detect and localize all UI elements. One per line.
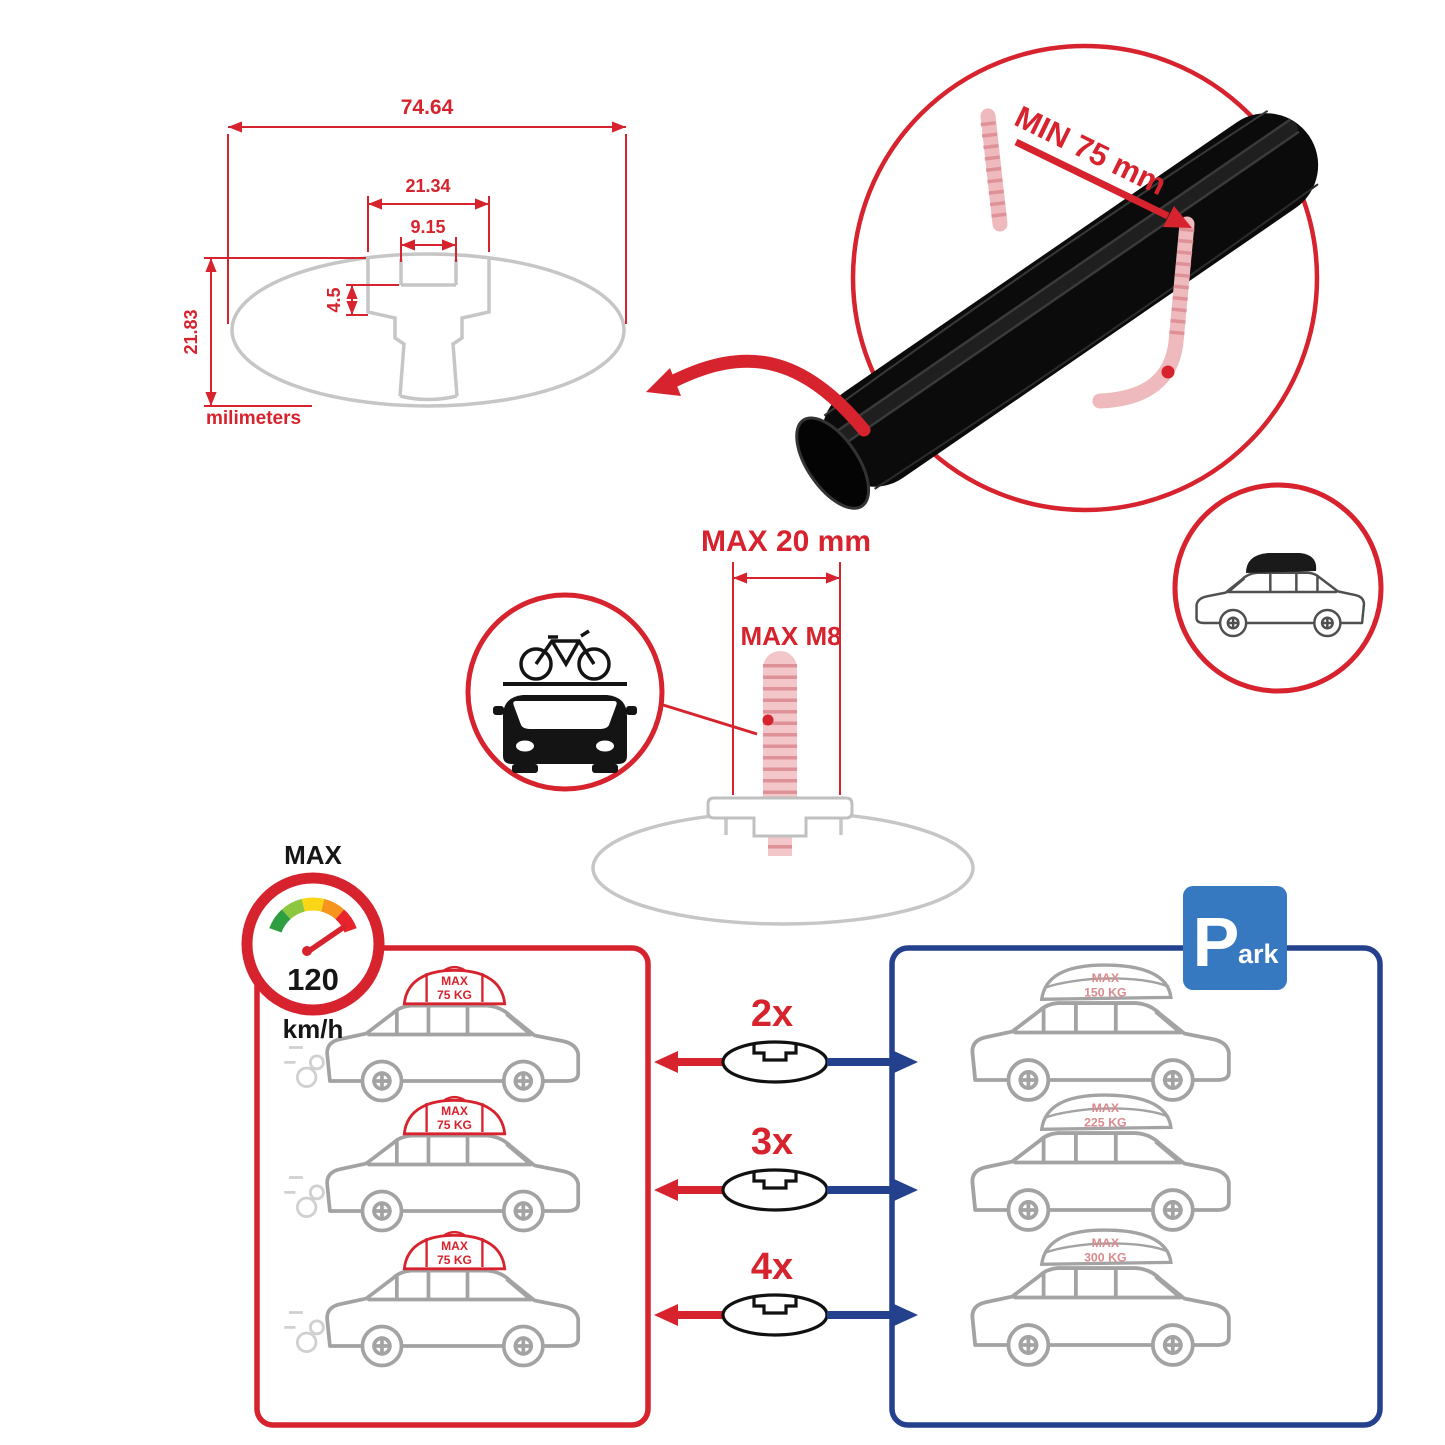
park-sign-rest: ark [1238, 939, 1280, 969]
load-value: 150 KG [1084, 985, 1127, 999]
clamp-pivot-dot [1161, 365, 1175, 379]
t-nut-plate [706, 796, 854, 838]
moving-car-1: MAX 75 KG [284, 965, 581, 1103]
speed-value: 120 [287, 962, 339, 997]
profile-dimensions: 74.64 21.34 9.15 4.5 21.83 milimeters [181, 96, 627, 429]
vehicle-roofbox-badge [1172, 482, 1384, 694]
bolt-section: MAX 20 mm MAX M8 [465, 525, 975, 926]
dim-lip-depth-label: 4.5 [324, 287, 344, 312]
dim-lip-depth: 4.5 [324, 284, 399, 316]
detail-circle [850, 43, 1320, 513]
right-arrow-icon [894, 1304, 918, 1326]
dim-total-width: 74.64 [227, 96, 627, 324]
dim-total-width-label: 74.64 [401, 96, 454, 119]
moving-car-2: MAX 75 KG [284, 1095, 581, 1233]
left-arrow-icon [654, 1051, 678, 1073]
speedometer-icon [241, 872, 385, 1016]
multiplier-row-2: 3x [654, 1121, 918, 1212]
crossbar-3d [795, 109, 1319, 510]
exhaust-swirls-icon [284, 1311, 325, 1353]
profile-ellipse [230, 252, 626, 408]
exhaust-swirls-icon [284, 1176, 325, 1218]
speedometer-needle [303, 924, 347, 956]
dim-slot-width-label: 9.15 [410, 217, 445, 237]
load-value: 75 KG [437, 988, 472, 1002]
load-label: MAX [1092, 971, 1120, 985]
multiplier-row-3: 4x [654, 1246, 918, 1337]
left-arrow-icon [654, 1304, 678, 1326]
parked-car-3: MAX 300 KG [970, 1228, 1231, 1367]
load-value: 75 KG [437, 1253, 472, 1267]
load-label: MAX [441, 974, 468, 988]
bolt-dimension-lines [732, 562, 841, 795]
badge-leader-line [659, 702, 758, 736]
bike-icon [519, 629, 611, 681]
load-label: MAX [441, 1239, 468, 1253]
load-value: 300 KG [1084, 1250, 1127, 1264]
dim-channel-width-label: 21.34 [405, 176, 450, 196]
load-label: MAX [441, 1104, 468, 1118]
bolt-dot [762, 714, 774, 726]
right-arrow-icon [894, 1051, 918, 1073]
speedometer-arcs [269, 897, 357, 933]
speed-unit: km/h [283, 1014, 344, 1044]
load-label: MAX [1092, 1101, 1120, 1115]
multiplier-label: 4x [751, 1246, 793, 1288]
roof-bag [402, 1233, 507, 1271]
dim-total-height-label: 21.83 [181, 309, 201, 354]
clamp-rod-rear [980, 108, 1008, 232]
roof-bag [402, 968, 507, 1006]
right-arrow-icon [894, 1179, 918, 1201]
load-value: 75 KG [437, 1118, 472, 1132]
left-arrow-icon [654, 1179, 678, 1201]
multiplier-row-1: 2x [654, 993, 918, 1084]
park-sign: P ark [1183, 886, 1287, 990]
car-front-icon [493, 682, 637, 773]
crossbar-profile-icon [721, 1293, 829, 1337]
crossbar-profile-icon [721, 1040, 829, 1084]
exhaust-swirls-icon [284, 1046, 325, 1088]
park-sign-initial: P [1193, 903, 1240, 981]
crossbar-detail-section: MIN 75 mm [646, 43, 1384, 694]
crossbar-profile-icon [721, 1168, 829, 1212]
parked-car-1: MAX 150 KG [970, 963, 1231, 1102]
dim-total-height: 21.83 [181, 257, 366, 407]
detail-pointer-arrow [646, 354, 871, 437]
load-label: MAX [1092, 1236, 1120, 1250]
profile-cross-section-drawing [230, 252, 626, 408]
load-value: 225 KG [1084, 1115, 1127, 1129]
bolt-max-thread-label: MAX M8 [740, 621, 841, 651]
clamp-rod-front [1092, 216, 1195, 409]
bike-car-badge [465, 592, 758, 792]
t-bolt-icon [706, 651, 854, 856]
parked-car-2: MAX 225 KG [970, 1093, 1231, 1232]
dim-channel-width: 21.34 [367, 176, 490, 252]
bolt-max-length-label: MAX 20 mm [701, 525, 871, 558]
unit-label: milimeters [206, 408, 301, 429]
capacity-comparison: 2x 3x 4x [254, 886, 1383, 1428]
speed-max-label: MAX [284, 840, 342, 870]
crossbar-end-cap [795, 416, 871, 510]
moving-car-3: MAX 75 KG [284, 1230, 581, 1368]
suv-roofbox-icon [1195, 553, 1366, 638]
speed-limit-gauge: MAX 120 km/h [241, 840, 385, 1044]
multiplier-label: 3x [751, 1121, 793, 1163]
multiplier-label: 2x [751, 993, 793, 1035]
roof-bag [402, 1098, 507, 1136]
profile-channel [366, 258, 491, 402]
dim-slot-width: 9.15 [400, 217, 457, 262]
